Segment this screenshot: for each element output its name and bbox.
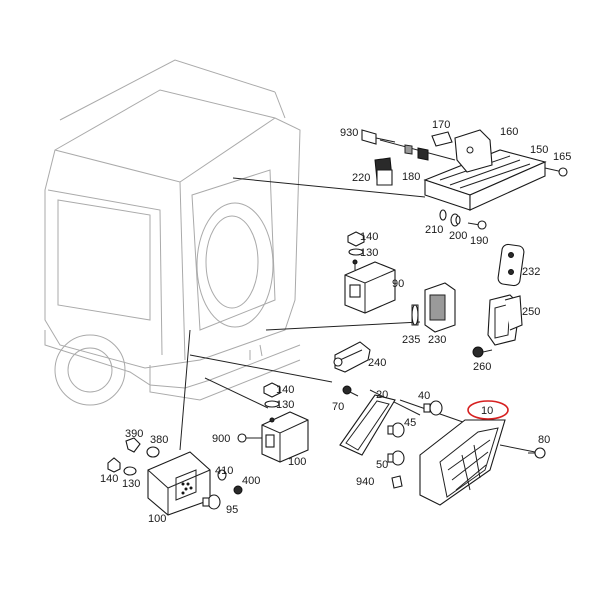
callout-70: 70 <box>332 401 344 413</box>
callout-130-upper: 130 <box>360 247 378 259</box>
callout-150: 150 <box>530 144 548 156</box>
callout-20: 20 <box>376 389 388 401</box>
callout-180: 180 <box>402 171 420 183</box>
callout-240: 240 <box>368 357 386 369</box>
lamp-100-middle <box>237 382 309 463</box>
callout-130-middle: 130 <box>276 399 294 411</box>
callout-10: 10 <box>481 405 493 417</box>
leader-lines <box>179 177 536 453</box>
callout-45: 45 <box>404 417 416 429</box>
callout-80: 80 <box>538 434 550 446</box>
callout-200: 200 <box>449 230 467 242</box>
callout-140-upper: 140 <box>360 231 378 243</box>
callout-260: 260 <box>473 361 491 373</box>
lamp-250 <box>472 294 523 358</box>
callout-95: 95 <box>226 504 238 516</box>
callout-235: 235 <box>402 334 420 346</box>
lamp-grille <box>175 469 197 501</box>
callout-190: 190 <box>470 235 488 247</box>
callout-220: 220 <box>352 172 370 184</box>
callout-100-left: 100 <box>148 513 166 525</box>
callout-165: 165 <box>553 151 571 163</box>
callout-130-left: 130 <box>122 478 140 490</box>
callout-230: 230 <box>428 334 446 346</box>
callout-100-middle: 100 <box>288 456 306 468</box>
vehicle-outline <box>44 59 301 406</box>
callout-40: 40 <box>418 390 430 402</box>
callout-410: 410 <box>215 465 233 477</box>
cover-232 <box>497 243 525 287</box>
callout-90: 90 <box>392 278 404 290</box>
callout-170: 170 <box>432 119 450 131</box>
lamp-230 <box>411 282 456 333</box>
callout-380: 380 <box>150 434 168 446</box>
callout-140-left: 140 <box>100 473 118 485</box>
callout-labels: 930 170 160 150 165 220 180 210 200 190 … <box>100 119 571 525</box>
callout-250: 250 <box>522 306 540 318</box>
callout-140-middle: 140 <box>276 384 294 396</box>
callout-50: 50 <box>376 459 388 471</box>
callout-400: 400 <box>242 475 260 487</box>
callout-900: 900 <box>212 433 230 445</box>
highlight-circle <box>467 400 509 420</box>
callout-160: 160 <box>500 126 518 138</box>
rear-lamp-assembly <box>339 385 546 506</box>
lamp-90-assembly <box>344 231 396 314</box>
lamp-100-left <box>107 437 243 516</box>
callout-930: 930 <box>340 127 358 139</box>
callout-390: 390 <box>125 428 143 440</box>
callout-940: 940 <box>356 476 374 488</box>
callout-232: 232 <box>522 266 540 278</box>
callout-210: 210 <box>425 224 443 236</box>
lamp-240 <box>333 341 371 373</box>
upper-assembly <box>361 129 568 230</box>
